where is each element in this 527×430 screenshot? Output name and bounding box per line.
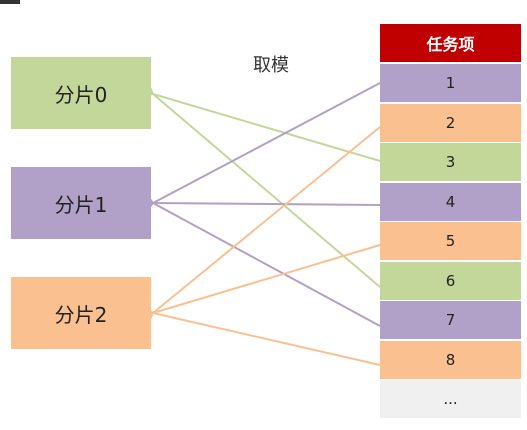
arrow-task-2-to-shard-2 <box>153 126 381 313</box>
shard-0: 分片0 <box>11 57 151 129</box>
arrow-task-6-to-shard-0 <box>153 94 381 288</box>
shard-1-label: 分片1 <box>54 192 108 217</box>
task-item-8: 8 <box>380 340 521 379</box>
shard-1: 分片1 <box>11 167 151 239</box>
task-item-1: 1 <box>380 64 521 102</box>
cropped-edge-mark <box>0 0 20 4</box>
task-item-2: 2 <box>380 103 521 142</box>
task-item-6: 6 <box>380 261 521 300</box>
shard-2-label: 分片2 <box>54 302 108 327</box>
arrow-task-5-to-shard-2 <box>153 244 381 313</box>
arrow-task-8-to-shard-2 <box>153 313 381 366</box>
arrow-task-4-to-shard-1 <box>153 203 381 205</box>
shard-2: 分片2 <box>11 277 151 349</box>
diagram-title: 取模 <box>253 55 289 76</box>
task-item-more: ... <box>380 380 521 418</box>
task-item-7: 7 <box>380 301 521 339</box>
task-item-4: 4 <box>380 182 521 221</box>
task-list-header: 任务项 <box>380 24 521 62</box>
arrow-task-7-to-shard-1 <box>153 203 381 327</box>
task-item-5: 5 <box>380 222 521 260</box>
task-list: 1 2 3 4 5 6 7 8 ... <box>380 64 521 420</box>
task-item-3: 3 <box>380 143 521 181</box>
arrow-task-1-to-shard-1 <box>153 82 381 203</box>
shard-0-label: 分片0 <box>54 82 108 107</box>
arrow-task-3-to-shard-0 <box>153 94 381 162</box>
